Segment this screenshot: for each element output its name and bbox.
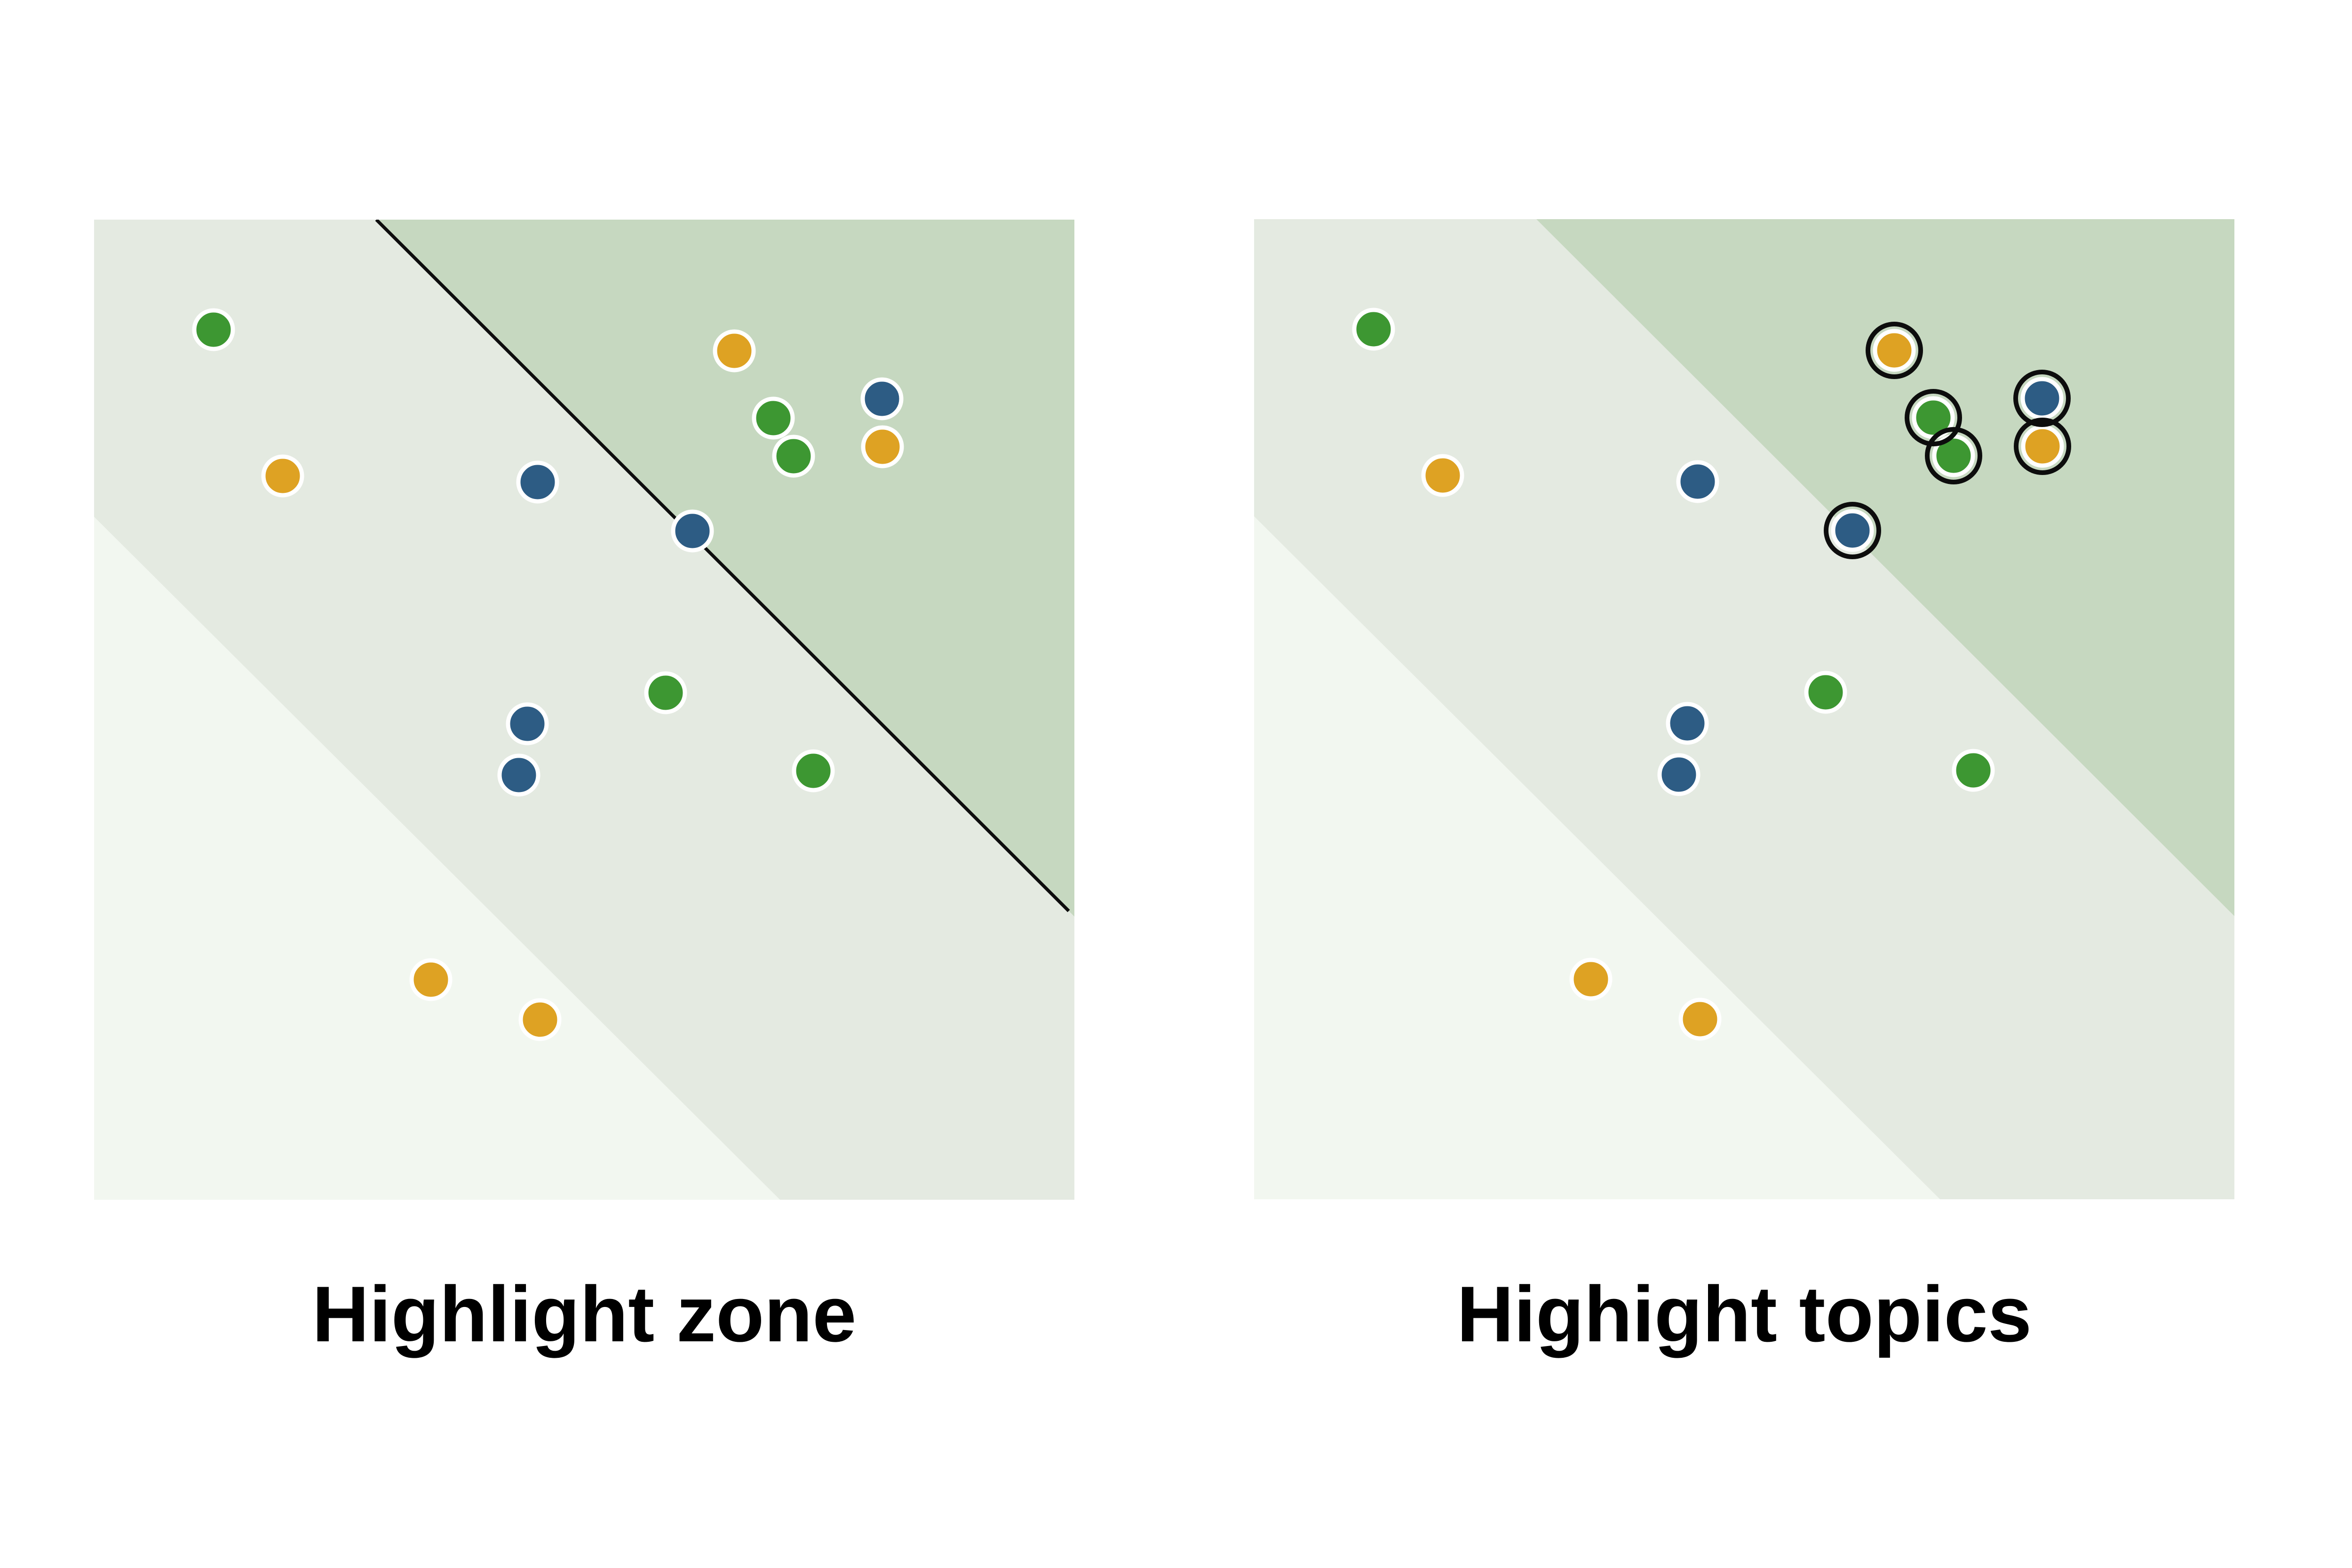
data-point-orange: [1569, 958, 1613, 1001]
data-point-orange: [713, 329, 756, 372]
data-point-green: [644, 671, 687, 714]
data-point-blue: [1657, 753, 1700, 796]
data-point-orange: [861, 425, 904, 468]
zone-mid: [94, 220, 1074, 1200]
zone-mid: [1254, 219, 2234, 1199]
data-point-orange: [1678, 998, 1722, 1041]
panel-title-highlight-zone: Highlight zone: [312, 1270, 857, 1358]
highlight-ring: [2014, 418, 2071, 475]
zone-light: [1254, 516, 1940, 1199]
data-point-green: [772, 435, 815, 478]
data-point-blue: [506, 702, 549, 745]
highlight-topics-plot: [1254, 219, 2234, 1199]
highlight-ring: [2013, 370, 2071, 427]
data-point-orange: [518, 998, 562, 1041]
data-point-green: [792, 749, 835, 792]
data-point-green: [1352, 308, 1395, 351]
data-point-green: [192, 308, 235, 351]
data-point-orange: [1873, 329, 1916, 372]
highlight-ring: [1925, 427, 1982, 484]
data-point-blue: [860, 377, 904, 420]
data-point-blue: [497, 753, 540, 797]
data-point-blue: [516, 460, 559, 504]
data-point-blue: [1666, 702, 1709, 745]
data-point-blue: [1831, 509, 1874, 552]
data-point-orange: [2021, 425, 2064, 468]
highlight-ring: [1824, 502, 1881, 559]
data-point-orange: [409, 958, 453, 1001]
panel-title-highight-topics: Highight topics: [1456, 1270, 2032, 1358]
highlight-ring: [1905, 389, 1962, 446]
data-point-green: [1804, 671, 1847, 714]
data-point-blue: [671, 509, 714, 553]
data-point-green: [1952, 749, 1995, 792]
data-point-orange: [1421, 454, 1464, 497]
highlight-ring: [1866, 322, 1923, 379]
data-point-blue: [1676, 460, 1719, 503]
data-point-green: [752, 396, 795, 440]
decision-boundary-line: [375, 220, 1070, 912]
data-point-blue: [2020, 377, 2064, 420]
zone-light: [94, 517, 780, 1200]
highlight-zone-plot: [94, 220, 1074, 1200]
data-point-orange: [261, 454, 304, 498]
